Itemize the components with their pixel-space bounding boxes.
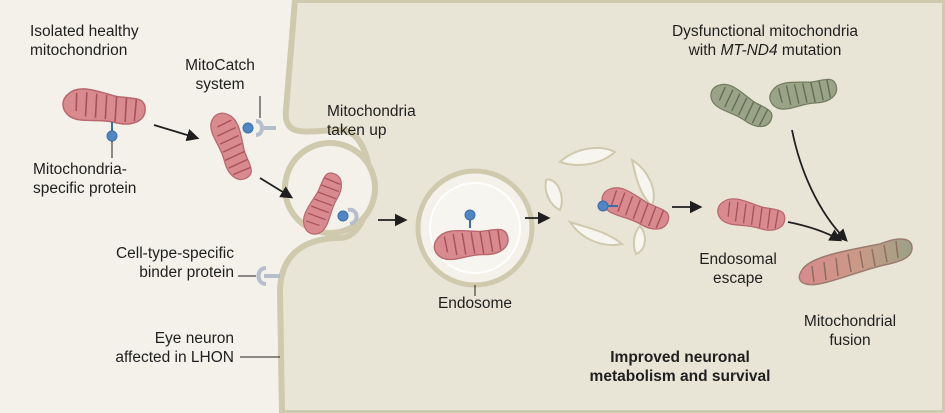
mitocatch-label: MitoCatch system	[175, 56, 265, 94]
endosome-label-text: Endosome	[437, 295, 513, 312]
taken-up-label-line1: Mitochondria	[327, 103, 416, 120]
arrow-dysfunctional-to-fusion	[791, 129, 848, 242]
binder-protein-label: Cell-type-specific binder protein	[72, 244, 234, 282]
mitochondrial-fusion-label: Mitochondrial fusion	[790, 312, 910, 350]
mitocatch-label-line1: MitoCatch	[185, 57, 255, 74]
fused-mitochondrion	[798, 238, 913, 286]
neuron-label-line2: affected in LHON	[115, 349, 234, 366]
protein-label-line1: Mitochondria-	[33, 161, 127, 178]
protein-label-line2: specific protein	[33, 180, 137, 197]
mitocatch-binder	[255, 119, 264, 137]
isolated-label-line2: mitochondrion	[30, 42, 128, 59]
healthy-mitochondrion-free	[60, 85, 148, 130]
dysfunctional-label-pre: with	[688, 42, 721, 59]
fusion-label-line2: fusion	[829, 332, 871, 349]
dysfunctional-label-post: mutation	[777, 42, 842, 59]
endosome-fragments	[544, 146, 655, 256]
fusion-label-line1: Mitochondrial	[803, 313, 897, 330]
escape-label-line2: escape	[713, 270, 763, 287]
outcome-label-line2: metabolism and survival	[589, 368, 771, 385]
isolated-label-line1: Isolated healthy	[30, 23, 139, 40]
endosome-label: Endosome	[415, 294, 535, 313]
mt-nd4-gene-label: MT-ND4	[720, 42, 778, 59]
eye-neuron-label: Eye neuron affected in LHON	[80, 329, 234, 367]
healthy-mitochondrion-mitocatch	[206, 108, 257, 185]
taken-up-label-line2: taken up	[327, 122, 387, 139]
binder-label-line1: Cell-type-specific	[115, 245, 234, 262]
binder-label-line2: binder protein	[139, 264, 234, 281]
neuron-label-line1: Eye neuron	[154, 330, 234, 347]
arrow-to-mitocatch	[153, 124, 200, 142]
dysfunctional-label-line1: Dysfunctional mitochondria	[671, 23, 859, 40]
outcome-label-line1: Improved neuronal	[610, 349, 750, 366]
dysfunctional-label-line2: with MT-ND4 mutation	[645, 41, 885, 60]
mitochondria-protein-dot	[106, 130, 118, 142]
outcome-label: Improved neuronal metabolism and surviva…	[560, 348, 800, 386]
mito-protein-label: Mitochondria- specific protein	[33, 160, 136, 198]
taken-up-label: Mitochondria taken up	[327, 102, 416, 140]
cell-binder-protein	[256, 266, 267, 286]
endosomal-escape-label: Endosomal escape	[683, 250, 793, 288]
mitocatch-label-line2: system	[195, 76, 245, 93]
arrow-into-pocket	[259, 177, 294, 199]
isolated-mitochondrion-label: Isolated healthy mitochondrion	[30, 22, 139, 60]
escape-label-line1: Endosomal	[699, 251, 777, 268]
dysfunctional-mitochondria-label: Dysfunctional mitochondria with MT-ND4 m…	[645, 22, 885, 60]
